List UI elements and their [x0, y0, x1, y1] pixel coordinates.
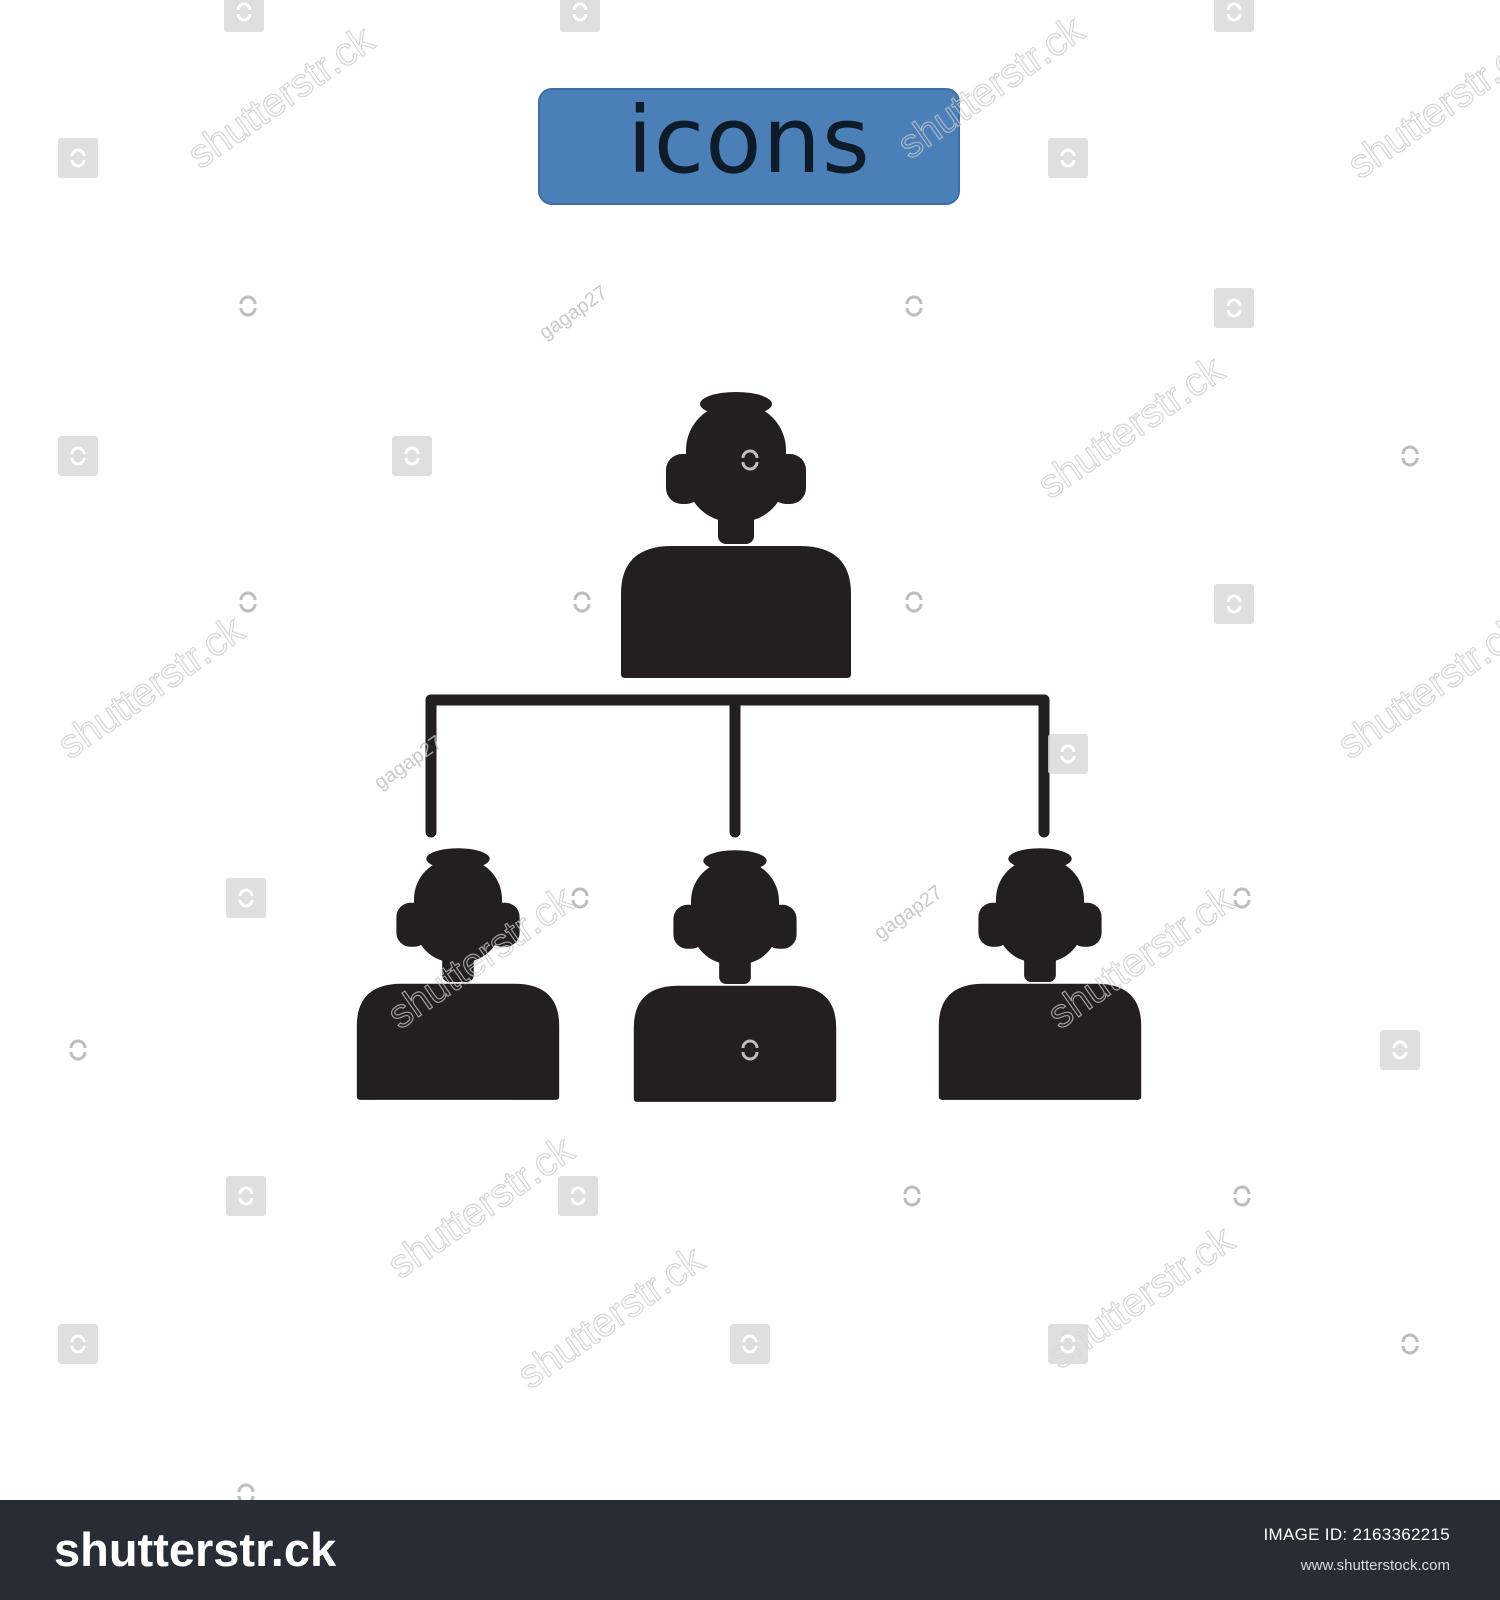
image-metadata: IMAGE ID: 2163362215 www.shutterstock.co… [1263, 1525, 1450, 1574]
center-person-icon [633, 850, 837, 1102]
org-chart-diagram [356, 392, 1142, 1102]
icons-badge: icons [538, 88, 960, 205]
icons-badge-label: icons [627, 86, 871, 194]
image-id-label: IMAGE ID: [1263, 1525, 1348, 1544]
right-person-icon [938, 848, 1142, 1100]
stock-image-canvas: icons [49, 0, 1500, 1500]
stock-footer-bar: shutterstr.ck IMAGE ID: 2163362215 www.s… [0, 1500, 1500, 1600]
image-id-value: 2163362215 [1352, 1525, 1450, 1544]
shutterstock-logo-wordmark: shutterstr.ck [54, 1523, 337, 1576]
left-person-icon [356, 848, 560, 1100]
shutterstock-logo: shutterstr.ck [54, 1523, 337, 1576]
image-id-line: IMAGE ID: 2163362215 [1263, 1525, 1450, 1545]
hierarchy-connector-lines [425, 694, 1050, 838]
website-link: www.shutterstock.com [1300, 1557, 1450, 1574]
top-person-icon [621, 392, 851, 678]
